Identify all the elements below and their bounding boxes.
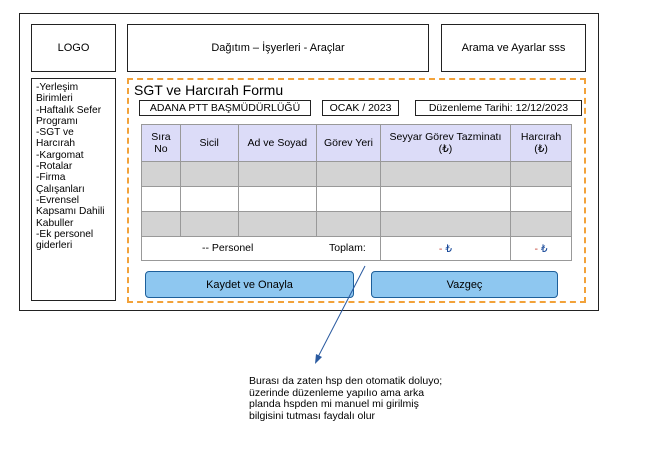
sidebar-item-rotalar[interactable]: -Rotalar bbox=[36, 161, 73, 173]
sidebar-item-sgt[interactable]: -SGT ve Harcırah bbox=[36, 127, 76, 150]
sidebar-item-kargomat[interactable]: -Kargomat bbox=[36, 149, 84, 161]
form-container bbox=[127, 78, 586, 303]
cancel-button[interactable]: Vazgeç bbox=[371, 271, 558, 298]
sidebar: -Yerleşim Birimleri -Haftalık Sefer Prog… bbox=[31, 78, 116, 301]
arrow-line bbox=[317, 265, 366, 358]
col-header-name: Ad ve Soyad bbox=[237, 124, 318, 162]
allowance-total: - ₺ bbox=[379, 236, 512, 261]
total-label: Toplam: bbox=[329, 242, 366, 254]
form-title: SGT ve Harcırah Formu bbox=[134, 82, 284, 98]
col-header-place: Görev Yeri bbox=[316, 124, 381, 162]
sidebar-item-yerlesim[interactable]: -Yerleşim Birimleri bbox=[36, 82, 79, 105]
table-row[interactable] bbox=[141, 211, 572, 237]
sidebar-item-sefer[interactable]: -Haftalık Sefer Programı bbox=[36, 104, 102, 127]
col-header-harcirah: Harcırah(₺) bbox=[510, 124, 572, 162]
sidebar-item-ek-personel[interactable]: -Ek personel giderleri bbox=[36, 228, 94, 252]
harcirah-total: - ₺ bbox=[510, 236, 572, 261]
footer-personnel-cell: -- Personel Toplam: bbox=[141, 236, 381, 261]
annotation-note: Burası da zaten hsp den otomatik doluyo;… bbox=[249, 375, 443, 422]
top-menu[interactable]: Dağıtım – İşyerleri - Araçlar bbox=[127, 24, 429, 72]
edit-date-field[interactable]: Düzenleme Tarihi: 12/12/2023 bbox=[415, 100, 582, 116]
col-header-allowance: Seyyar Görev Tazminatı(₺) bbox=[379, 124, 512, 162]
office-field[interactable]: ADANA PTT BAŞMÜDÜRLÜĞÜ bbox=[139, 100, 311, 116]
table-footer-row: -- Personel Toplam: - ₺ - ₺ bbox=[141, 236, 572, 261]
sidebar-item-evrensel[interactable]: -Evrensel Kapsamı Dahili Kabuller bbox=[36, 194, 105, 229]
save-approve-button[interactable]: Kaydet ve Onayla bbox=[145, 271, 354, 298]
table-row[interactable] bbox=[141, 186, 572, 212]
arrow-head-icon bbox=[315, 354, 322, 364]
table-row[interactable] bbox=[141, 161, 572, 187]
wireframe-frame bbox=[19, 13, 599, 311]
period-field[interactable]: OCAK / 2023 bbox=[322, 100, 399, 116]
col-header-sicil: Sicil bbox=[179, 124, 239, 162]
logo[interactable]: LOGO bbox=[31, 24, 116, 72]
sidebar-item-firma[interactable]: -Firma Çalışanları bbox=[36, 172, 85, 195]
personnel-count: -- Personel bbox=[202, 242, 254, 254]
search-settings[interactable]: Arama ve Ayarlar sss bbox=[441, 24, 586, 72]
